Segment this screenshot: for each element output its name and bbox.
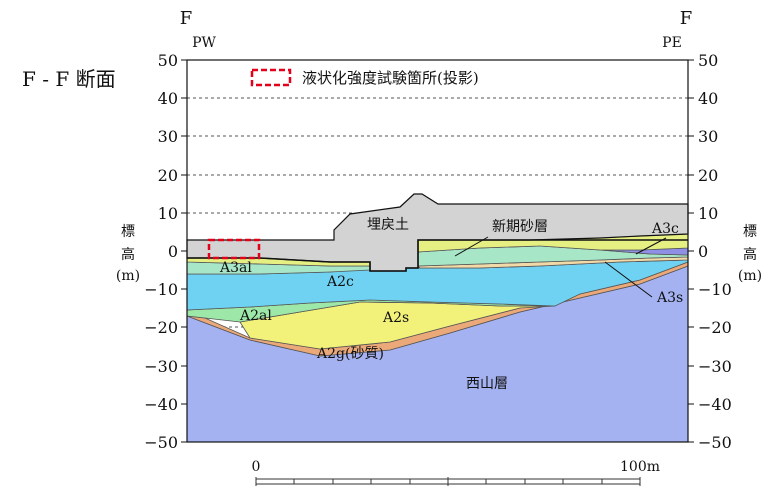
- right-tick-label: 10: [698, 204, 718, 223]
- label-a3s: A3s: [656, 290, 683, 306]
- left-tick-label: 10: [158, 204, 178, 223]
- left-tick-label: −20: [144, 318, 178, 337]
- leader-a3c: [635, 237, 667, 255]
- label-fill: 埋戻土: [367, 217, 409, 233]
- right-tick-label: −20: [698, 318, 732, 337]
- scale-bar: 0 100m: [252, 459, 660, 486]
- left-tick-label: −40: [144, 395, 178, 414]
- legend-text: 液状化強度試験箇所(投影): [302, 69, 479, 87]
- right-tick-label: −30: [698, 357, 732, 376]
- leader-a3s: [604, 261, 653, 298]
- y-axis-title-right-3: (m): [738, 268, 762, 284]
- label-a2al: A2al: [239, 308, 272, 324]
- label-a2s: A2s: [382, 310, 409, 326]
- y-axis-title-left-2: 高: [121, 246, 135, 263]
- right-tick-label: 40: [698, 89, 718, 108]
- right-tick-label: 30: [698, 127, 718, 146]
- ground-surface-line: [187, 239, 688, 272]
- label-a2c: A2c: [326, 274, 354, 290]
- right-y-axis: 50 40 30 20 10 0 −10 −20 −30 −40 −50: [688, 51, 732, 452]
- section-title: F - F 断面: [22, 67, 116, 91]
- right-tick-label: 20: [698, 166, 718, 185]
- y-axis-title-left-3: (m): [116, 268, 140, 284]
- label-nishiyama: 西山層: [466, 376, 508, 392]
- left-tick-label: −30: [144, 357, 178, 376]
- label-new-sand: 新期砂層: [492, 219, 548, 235]
- scale-end-label: 100m: [620, 459, 660, 475]
- left-end-letter: F: [180, 8, 193, 29]
- y-axis-title-left-1: 標: [121, 224, 135, 240]
- y-axis-title-right-2: 高: [743, 246, 757, 263]
- label-a3al: A3al: [219, 260, 252, 276]
- leader-new-sand: [454, 236, 489, 257]
- left-end-code: PW: [192, 35, 216, 51]
- right-tick-label: −10: [698, 280, 732, 299]
- right-end-letter: F: [680, 8, 693, 29]
- legend-dashed-box-icon: [250, 68, 292, 87]
- left-tick-label: 20: [158, 166, 178, 185]
- right-tick-label: 50: [698, 51, 718, 70]
- left-y-axis: 50 40 30 20 10 0 −10 −20 −30 −40 −50: [144, 51, 187, 452]
- legend: 液状化強度試験箇所(投影): [250, 68, 479, 87]
- left-tick-label: −10: [144, 280, 178, 299]
- scale-start-label: 0: [252, 459, 261, 475]
- left-tick-label: 50: [158, 51, 178, 70]
- left-tick-label: 30: [158, 127, 178, 146]
- left-tick-label: 0: [168, 242, 178, 261]
- y-axis-title-right-1: 標: [743, 224, 757, 240]
- right-end-code: PE: [662, 35, 682, 51]
- right-tick-label: −40: [698, 395, 732, 414]
- left-tick-label: −50: [144, 433, 178, 452]
- label-a2g: A2g(砂質): [316, 346, 384, 362]
- label-a3c: A3c: [651, 221, 679, 237]
- left-tick-label: 40: [158, 89, 178, 108]
- right-tick-label: 0: [698, 242, 708, 261]
- right-tick-label: −50: [698, 433, 732, 452]
- test-location-marker: [207, 238, 261, 260]
